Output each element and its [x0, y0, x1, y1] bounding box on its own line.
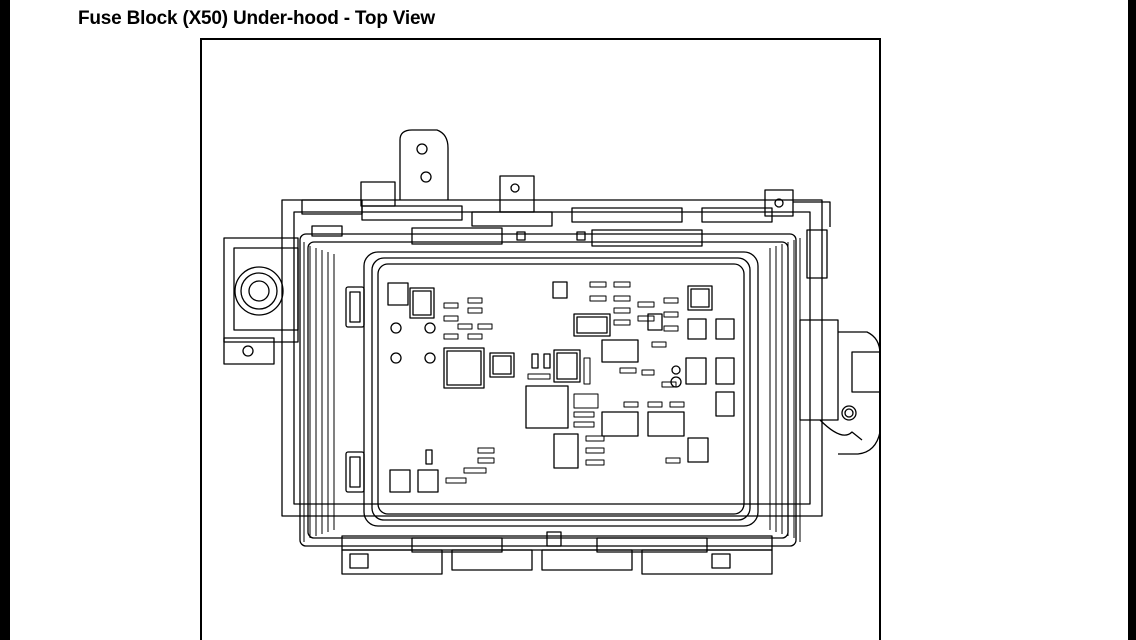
- mini-fuses: [444, 282, 684, 483]
- right-mounting-bracket: [765, 190, 830, 278]
- viewer-page: Fuse Block (X50) Under-hood - Top View: [10, 0, 1128, 640]
- left-side-clips: [346, 287, 364, 492]
- outer-housing: [282, 200, 822, 516]
- right-grip-ribs: [770, 238, 800, 542]
- side-connector: [800, 320, 880, 454]
- relay-fuse-layout: [388, 282, 734, 492]
- left-mounting-lug: [224, 238, 298, 364]
- left-grip-ribs: [304, 242, 334, 542]
- diagram-frame: [200, 38, 881, 640]
- bottom-latch-row: [342, 532, 772, 574]
- top-latch-row: [302, 200, 772, 246]
- page-title: Fuse Block (X50) Under-hood - Top View: [78, 8, 435, 29]
- cover-frame: [300, 234, 796, 546]
- fuse-block-drawing: [202, 40, 883, 640]
- top-mounting-bracket: [361, 130, 534, 212]
- fuse-panel: [364, 252, 758, 526]
